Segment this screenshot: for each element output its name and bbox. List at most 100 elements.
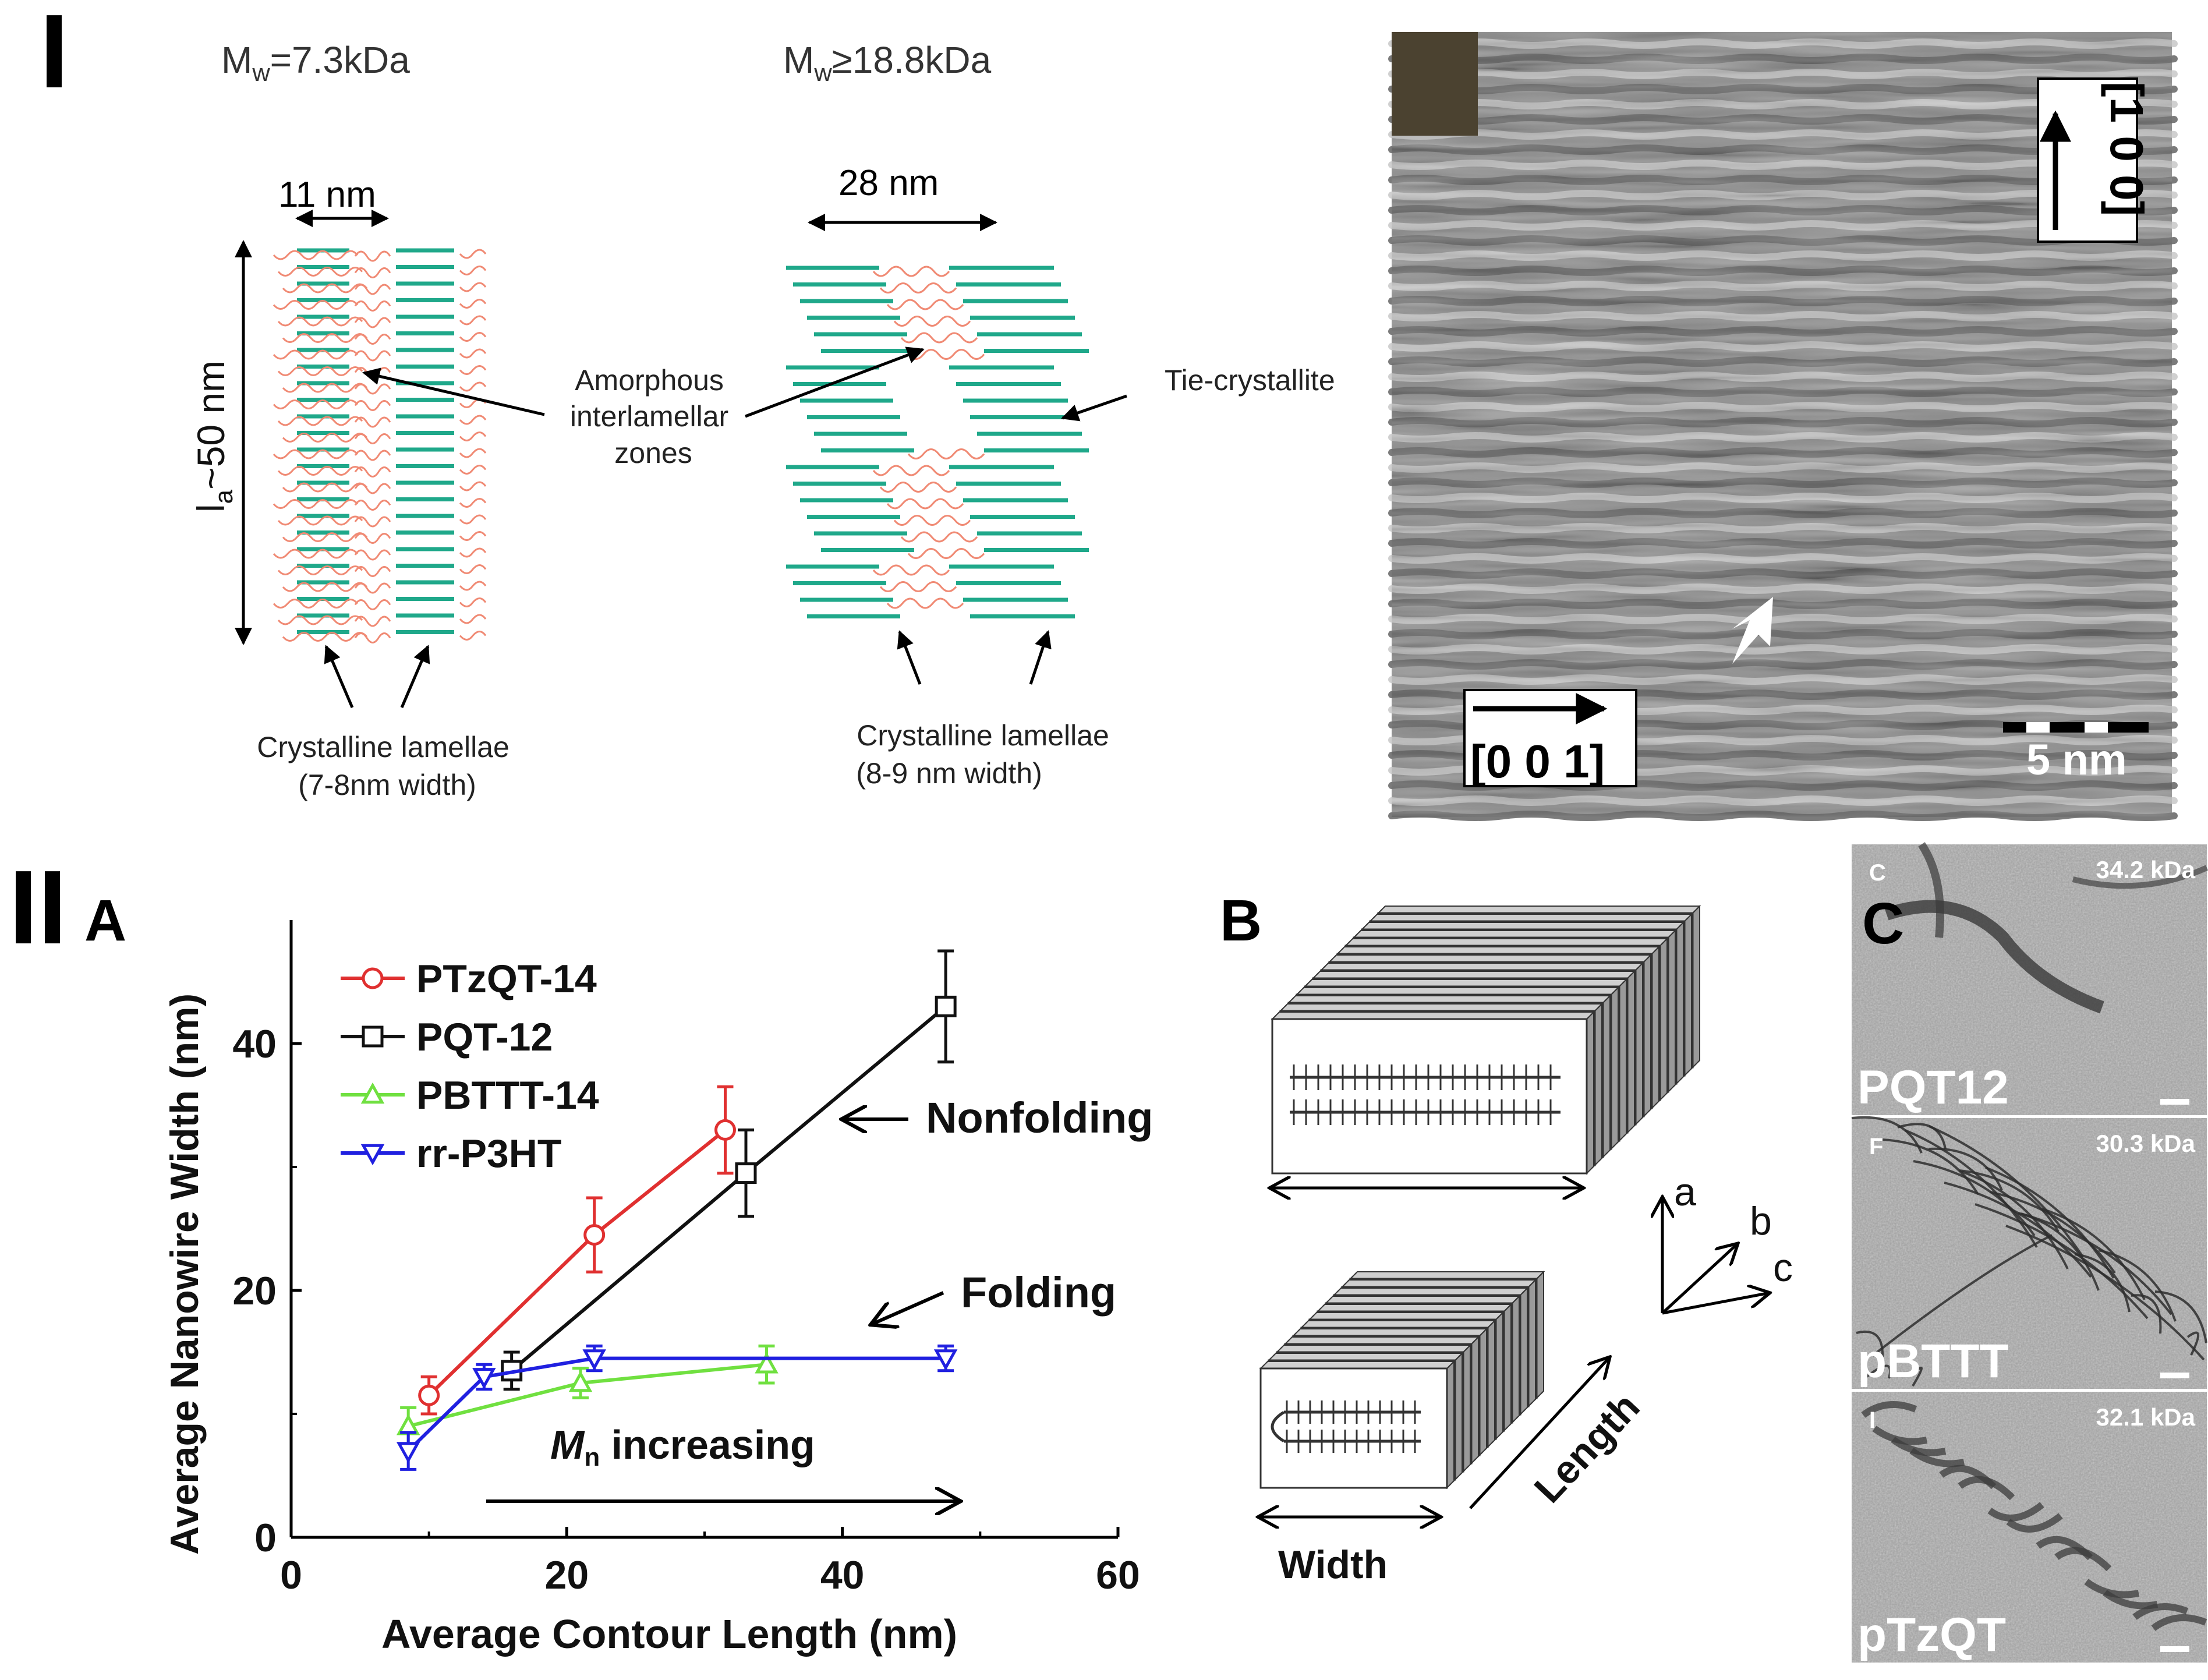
- cryst-arrow-r2: [1029, 630, 1052, 685]
- series-line: [408, 1363, 767, 1428]
- x-tick-label: 60: [1096, 1553, 1140, 1597]
- fiber: [1856, 1330, 1884, 1365]
- amorphous-chain: [907, 548, 985, 559]
- amorphous-chain: [459, 432, 487, 441]
- amorphous-chain: [282, 383, 368, 393]
- amorphous-chain: [354, 300, 391, 312]
- fiber: [2006, 1513, 2063, 1533]
- axis-b-label: b: [1750, 1199, 1772, 1243]
- amorphous-chain: [354, 267, 391, 278]
- amorphous-chain: [273, 599, 359, 609]
- stack-slab-side: [1668, 929, 1676, 1094]
- amorphous-chain: [879, 282, 957, 293]
- fiber: [1884, 900, 2104, 1014]
- amorphous-chain: [354, 383, 391, 395]
- folded-end: [1271, 1410, 1285, 1443]
- tem-corner-patch: [1392, 32, 1478, 136]
- amorphous-chain: [277, 565, 363, 575]
- stack-slab-top: [1267, 1353, 1464, 1361]
- micrograph-mw: 34.2 kDa: [2096, 856, 2196, 883]
- amorphous-chain: [354, 317, 391, 328]
- amorphous-chain: [872, 564, 950, 576]
- legend-label: PQT-12: [416, 1015, 553, 1059]
- data-point: [755, 1352, 779, 1374]
- series-line: [510, 1005, 947, 1373]
- amorphous-chain: [354, 599, 391, 610]
- stack-slab: [1259, 1367, 1448, 1489]
- data-point: [362, 967, 384, 989]
- amorphous-chain: [459, 348, 487, 359]
- micrograph-scale-bar: [2160, 1646, 2189, 1652]
- right-crystalline-label: Crystalline lamellae (8-9 nm width): [856, 719, 1117, 790]
- fiber: [1959, 1169, 2060, 1233]
- legend-label: PTzQT-14: [416, 957, 597, 1001]
- data-point: [735, 1162, 757, 1184]
- tie-crystallite-label: Tie-crystallite: [1165, 364, 1335, 397]
- x-tick-label: 20: [545, 1553, 589, 1597]
- amorphous-chain: [282, 333, 368, 343]
- stack-slab-top: [1336, 946, 1661, 954]
- amorphous-chain: [879, 482, 957, 493]
- folding-label: Folding: [961, 1268, 1116, 1317]
- fiber: [1905, 1129, 2038, 1248]
- dir-001-label: [0 0 1]: [1470, 735, 1605, 787]
- length-arrow: [1469, 1357, 1610, 1509]
- data-point: [714, 1119, 736, 1141]
- stack-slab-top: [1275, 1345, 1472, 1353]
- amorphous-chain: [872, 266, 950, 277]
- micrograph-name: PQT12: [1857, 1061, 2009, 1114]
- stack-slab-top: [1308, 1312, 1505, 1320]
- fiber: [2186, 1331, 2200, 1356]
- amorphous-chain: [459, 614, 487, 624]
- amorphous-chain: [886, 299, 964, 310]
- series-pqt-12: [501, 949, 957, 1391]
- amorphous-chain: [282, 283, 368, 293]
- stack-slab-side: [1627, 970, 1635, 1134]
- stack-slab-top: [1332, 1288, 1529, 1296]
- amorphous-chain: [459, 481, 487, 491]
- amorphous-chain: [273, 250, 359, 260]
- stack-slab-top: [1283, 1336, 1480, 1345]
- micrograph-name: pBTTT: [1857, 1335, 2009, 1388]
- fiber: [1871, 1234, 2053, 1357]
- tem-scale-bar: [2003, 722, 2149, 733]
- stack-slab-side: [1692, 904, 1700, 1069]
- panel-c-label: C: [1862, 891, 1904, 956]
- data-point: [568, 1370, 593, 1392]
- series-line: [407, 1356, 946, 1452]
- left-lamellae: [273, 248, 487, 643]
- stack-slab: [1271, 1018, 1588, 1175]
- amorphous-chain: [459, 448, 487, 458]
- fiber: [2131, 1294, 2162, 1334]
- right-lamellae: [786, 266, 1089, 618]
- left-mw-title: Mw=7.3kDa: [221, 39, 410, 86]
- micrograph-corner-letter: F: [1869, 1134, 1883, 1159]
- amorphous-chain: [277, 416, 363, 426]
- left-width-label: 11 nm: [278, 175, 376, 215]
- amorphous-chain: [354, 632, 391, 643]
- stack-slab-side: [1503, 1303, 1512, 1433]
- stack-slab-side: [1643, 953, 1651, 1118]
- amorphous-chain: [273, 399, 359, 409]
- amorphous-chain: [459, 631, 487, 641]
- axis-a-label: a: [1674, 1170, 1696, 1214]
- stack-slab-side: [1611, 986, 1619, 1151]
- stack-slab-top: [1324, 1296, 1521, 1304]
- stack-slab-top: [1295, 987, 1620, 995]
- amorphous-arrow-right: [745, 346, 925, 418]
- right-mw-title: Mw≥18.8kDa: [783, 39, 992, 86]
- amorphous-chain: [354, 433, 391, 444]
- amorphous-chain: [354, 616, 391, 627]
- amorphous-chain: [277, 515, 363, 526]
- fiber: [1975, 1203, 2149, 1320]
- fiber: [2132, 1603, 2189, 1620]
- left-crystalline-label: Crystalline lamellae (7-8nm width): [257, 731, 517, 801]
- amorphous-chain: [354, 533, 391, 544]
- panel-a-label: A: [84, 888, 126, 953]
- width-label: Width: [1278, 1543, 1388, 1587]
- amorphous-chain: [900, 531, 978, 543]
- fiber: [1990, 1191, 2116, 1274]
